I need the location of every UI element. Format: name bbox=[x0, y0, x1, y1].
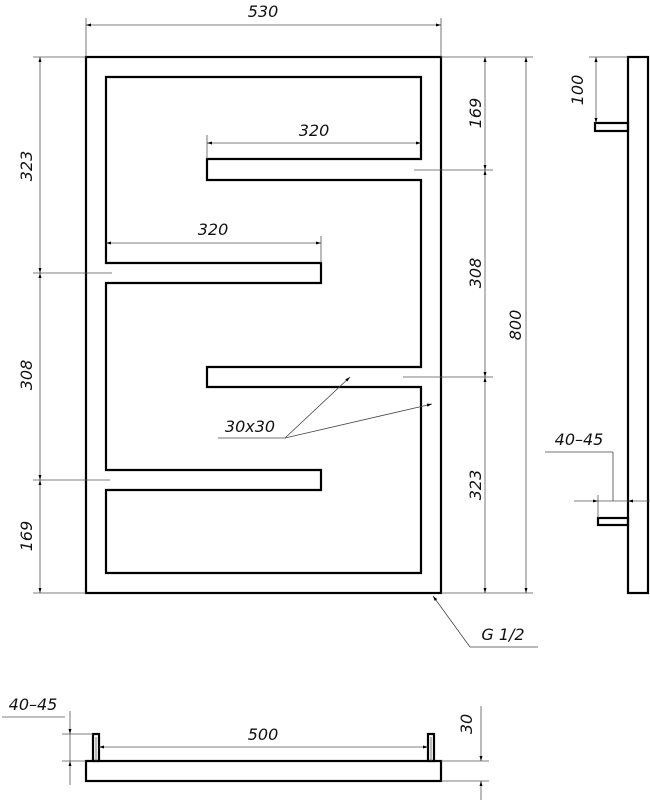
bottom-wall-distance-label: 40–45 bbox=[9, 695, 58, 714]
right-dim-323: 323 bbox=[466, 470, 485, 501]
center-distance-label: 500 bbox=[248, 725, 279, 744]
rail-length-mid-label: 320 bbox=[198, 220, 229, 239]
inner-serpentine-outline bbox=[104, 75, 423, 575]
left-dim-169: 169 bbox=[17, 521, 36, 552]
right-dim-308: 308 bbox=[466, 258, 485, 289]
leader-line bbox=[284, 376, 351, 439]
right-dim-169: 169 bbox=[466, 98, 485, 129]
total-height-label: 800 bbox=[506, 310, 525, 341]
bottom-bracket bbox=[596, 516, 630, 527]
rail-length-top-label: 320 bbox=[299, 121, 330, 140]
outer-frame bbox=[84, 55, 443, 595]
left-dim-308: 308 bbox=[17, 360, 36, 391]
bottom-view: 500 40–45 30 bbox=[2, 695, 489, 800]
leader-line bbox=[284, 403, 433, 439]
top-bracket bbox=[593, 121, 630, 133]
leader-line bbox=[432, 595, 471, 648]
side-view: 100 40–45 bbox=[545, 55, 650, 595]
connection-label: G 1/2 bbox=[481, 625, 524, 644]
profile-label: 30x30 bbox=[225, 417, 275, 436]
side-wall-distance-label: 40–45 bbox=[555, 430, 604, 449]
front-view: 530 320 320 323 308 169 169 308 323 800 bbox=[17, 2, 538, 648]
bottom-body bbox=[84, 759, 443, 783]
side-body bbox=[626, 55, 650, 595]
bracket-offset-label: 100 bbox=[568, 75, 587, 106]
left-dim-323: 323 bbox=[17, 151, 36, 182]
depth-label: 30 bbox=[457, 714, 476, 734]
width-label: 530 bbox=[248, 2, 279, 21]
